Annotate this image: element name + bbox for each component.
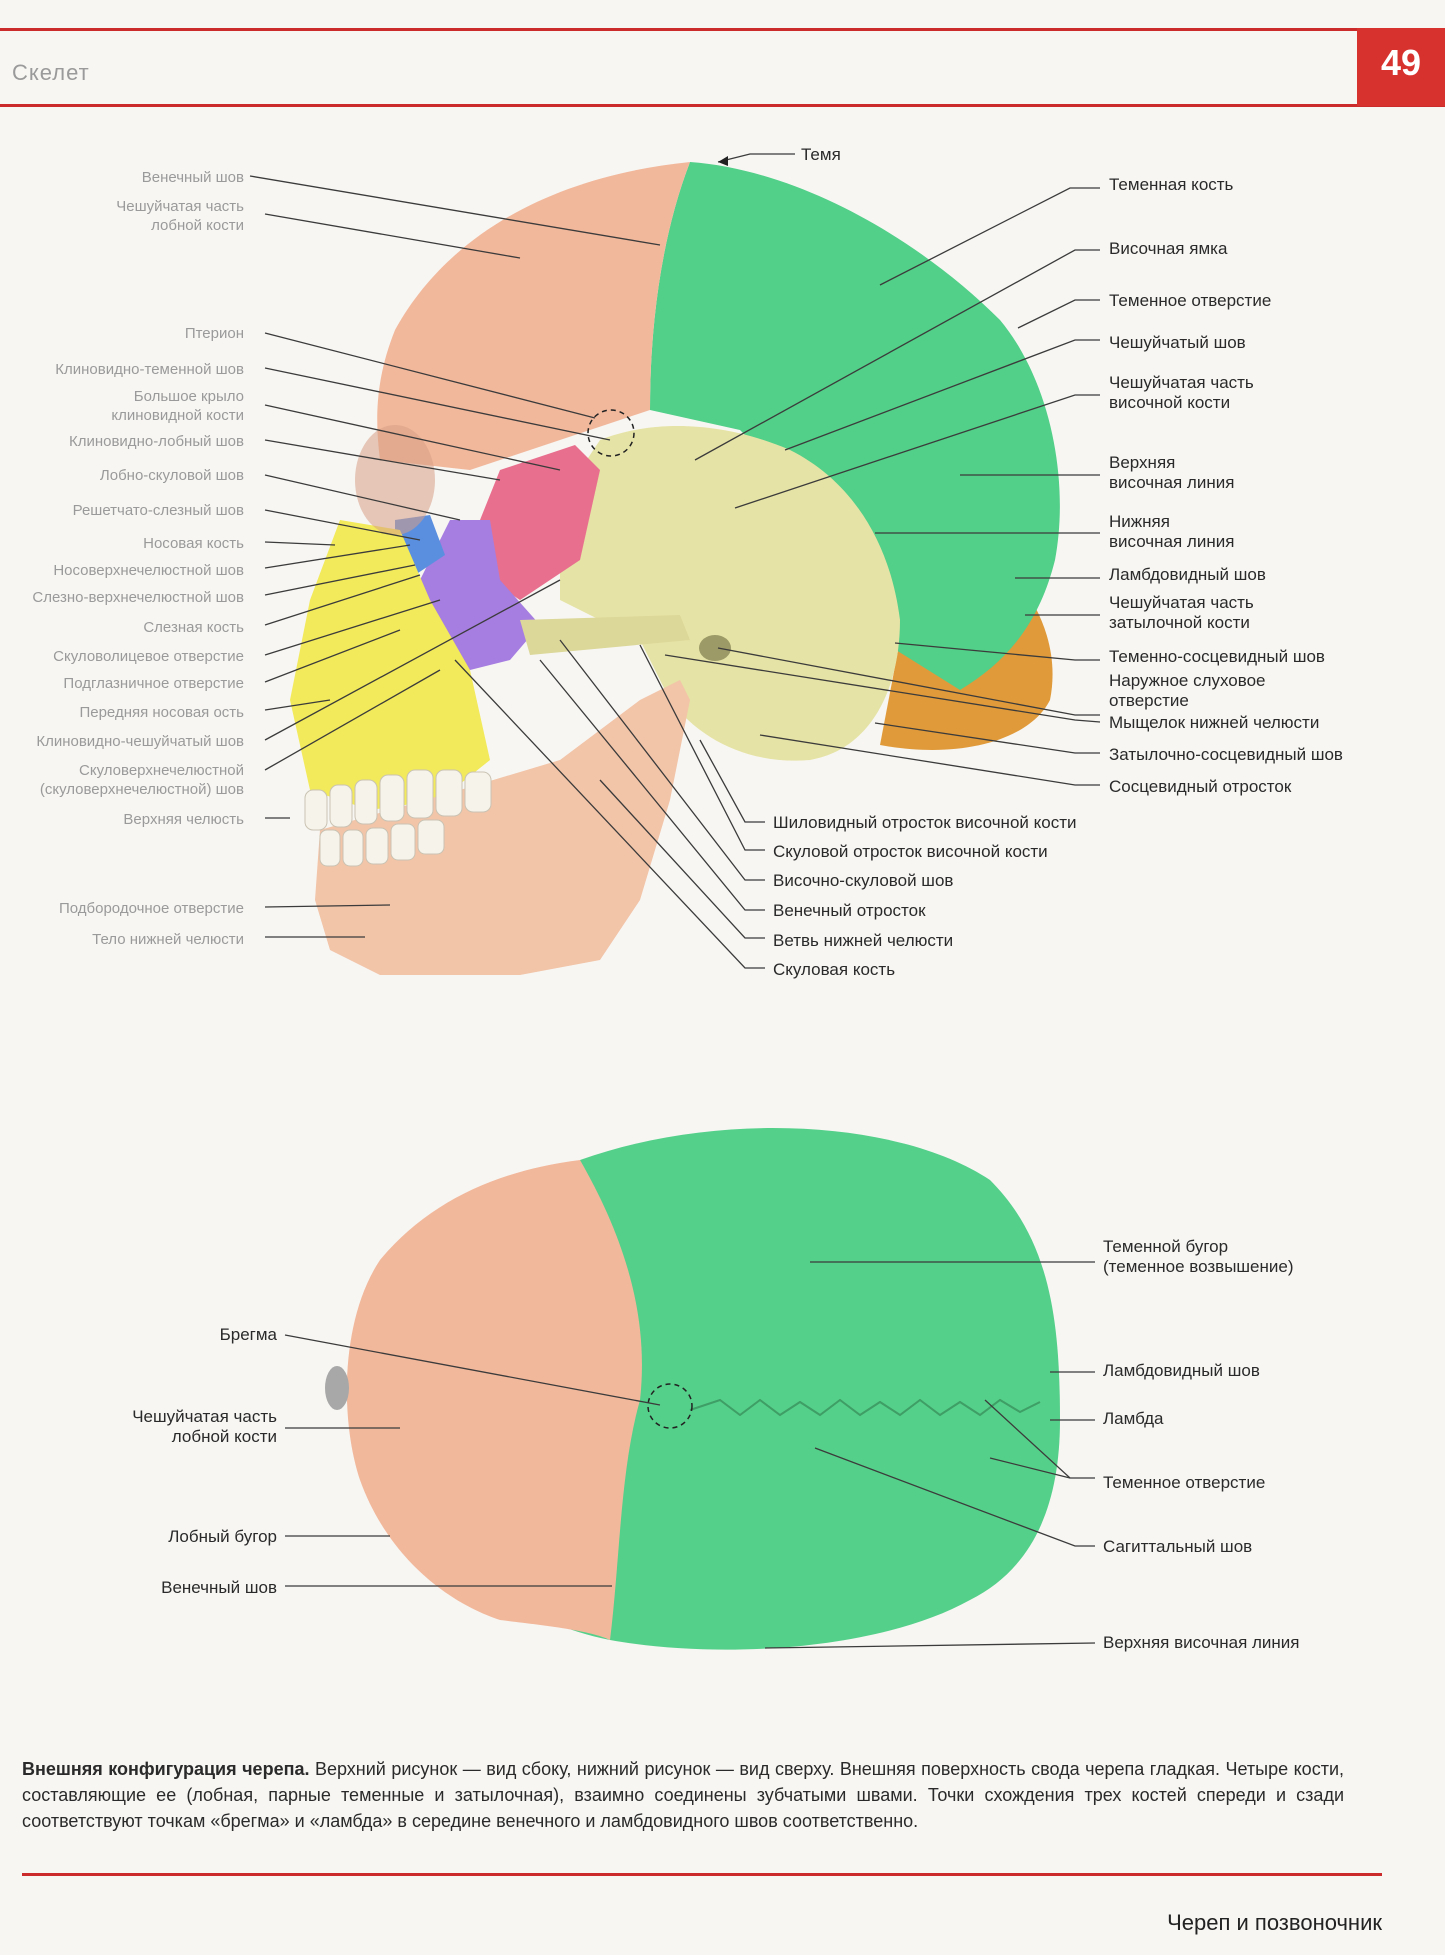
label-mandible-body: Тело нижней челюсти	[92, 931, 244, 948]
label-top-lambdoid-suture: Ламбдовидный шов	[1103, 1361, 1260, 1380]
label-vertex: Темя	[801, 145, 841, 164]
side-view-left-labels: Венечный шов Чешуйчатая часть лобной кос…	[32, 169, 661, 948]
bregma-marker	[647, 1383, 693, 1429]
top-view-right-labels: Теменной бугор (теменное возвышение) Лам…	[764, 1237, 1300, 1652]
label-coronoid-process: Венечный отросток	[773, 901, 926, 920]
top-view-nasal-tip	[325, 1366, 349, 1410]
label-temporal-fossa: Височная ямка	[1109, 239, 1228, 258]
label-squamous-temporal-1: Чешуйчатая часть	[1109, 373, 1254, 392]
top-view-frontal	[346, 1160, 642, 1640]
label-greater-wing-2: клиновидной кости	[111, 407, 244, 424]
label-mandibular-ramus: Ветвь нижней челюсти	[773, 931, 953, 950]
caption-title: Внешняя конфигурация черепа.	[22, 1759, 310, 1779]
label-inferior-temporal-line-2: височная линия	[1109, 532, 1234, 551]
label-temporozygomatic-suture: Височно-скуловой шов	[773, 871, 953, 890]
label-sphenofrontal-suture: Клиновидно-лобный шов	[69, 433, 244, 450]
label-pterion: Птерион	[185, 325, 244, 342]
label-sphenosquamous-suture: Клиновидно-чешуйчатый шов	[36, 733, 244, 750]
label-squamous-occipital-2: затылочной кости	[1109, 613, 1250, 632]
label-parietal-foramen: Теменное отверстие	[1109, 291, 1271, 310]
label-parietal-tuber-2: (теменное возвышение)	[1103, 1257, 1294, 1276]
arrow-vertex	[718, 156, 728, 166]
top-view-parietal	[500, 1127, 1060, 1650]
label-squamous-temporal-2: височной кости	[1109, 393, 1230, 412]
label-lambda: Ламбда	[1103, 1409, 1164, 1428]
label-zygomaticomaxillary-1: Скуловерхнечелюстной	[79, 762, 244, 779]
label-parietal-tuber-1: Теменной бугор	[1103, 1237, 1228, 1256]
label-sagittal-suture: Сагиттальный шов	[1103, 1537, 1252, 1556]
label-top-parietal-foramen: Теменное отверстие	[1103, 1473, 1265, 1492]
label-top-squamous-frontal-2: лобной кости	[172, 1427, 277, 1446]
label-parietal-bone: Теменная кость	[1109, 175, 1234, 194]
caption-text: Верхний рисунок — вид сбоку, нижний рису…	[22, 1759, 1344, 1831]
label-occipitomastoid-suture: Затылочно-сосцевидный шов	[1109, 745, 1343, 764]
figure-caption: Внешняя конфигурация черепа. Верхний рис…	[22, 1756, 1344, 1834]
label-inferior-temporal-line-1: Нижняя	[1109, 512, 1170, 531]
label-external-acoustic-meatus-1: Наружное слуховое	[1109, 671, 1266, 690]
label-squamous-occipital-1: Чешуйчатая часть	[1109, 593, 1254, 612]
label-nasomaxillary-suture: Носоверхнечелюстной шов	[53, 562, 244, 579]
teeth	[304, 769, 492, 867]
parietal-bone	[650, 162, 1060, 690]
label-maxilla: Верхняя челюсть	[123, 811, 244, 828]
label-anterior-nasal-spine: Передняя носовая ость	[79, 704, 244, 721]
pterion-marker	[587, 409, 635, 457]
label-zygomatic-bone: Скуловая кость	[773, 960, 895, 979]
header-rule-bottom	[0, 104, 1445, 107]
label-mastoid-process: Сосцевидный отросток	[1109, 777, 1292, 796]
leader-vertex	[717, 153, 795, 163]
external-acoustic-meatus	[699, 635, 731, 661]
footer-rule	[22, 1873, 1382, 1876]
label-mental-foramen: Подбородочное отверстие	[59, 900, 244, 917]
label-squamous-frontal-2: лобной кости	[151, 217, 244, 234]
label-mandibular-condyle: Мыщелок нижней челюсти	[1109, 713, 1319, 732]
label-lambdoid-suture: Ламбдовидный шов	[1109, 565, 1266, 584]
top-view-sagittal-suture	[689, 1398, 1041, 1417]
label-lacrimomaxillary-suture: Слезно-верхнечелюстной шов	[32, 589, 244, 606]
side-view-skull	[290, 162, 1060, 975]
side-view-bottom-labels: Шиловидный отросток височной кости Скуло…	[454, 639, 1077, 979]
sphenoid-bone	[480, 445, 600, 600]
label-zygomaticofacial-foramen: Скуловолицевое отверстие	[53, 648, 244, 665]
top-view-left-labels: Брегма Чешуйчатая часть лобной кости Лоб…	[132, 1325, 661, 1597]
label-zygomaticomaxillary-2: (скуловерхнечелюстной) шов	[40, 781, 244, 798]
label-parietomastoid-suture: Теменно-сосцевидный шов	[1109, 647, 1325, 666]
label-squamous-frontal-1: Чешуйчатая часть	[116, 198, 244, 215]
top-view-skull	[325, 1127, 1060, 1650]
label-greater-wing-1: Большое крыло	[134, 388, 244, 405]
label-bregma: Брегма	[220, 1325, 278, 1344]
label-ethmoidolacrimal-suture: Решетчато-слезный шов	[73, 502, 244, 519]
label-sphenoparietal-suture: Клиновидно-теменной шов	[55, 361, 244, 378]
label-superior-temporal-line-2: височная линия	[1109, 473, 1234, 492]
label-superior-temporal-line-1: Верхняя	[1109, 453, 1175, 472]
footer-text: Череп и позвоночник	[1167, 1910, 1382, 1935]
side-view-right-labels: Теменная кость Височная ямка Теменное от…	[664, 175, 1343, 796]
page-number-box: 49	[1357, 28, 1445, 106]
label-external-acoustic-meatus-2: отверстие	[1109, 691, 1189, 710]
label-zygomatic-process-temporal: Скуловой отросток височной кости	[773, 842, 1048, 861]
header-rule-top	[0, 28, 1360, 31]
label-frontozygomatic-suture: Лобно-скуловой шов	[100, 467, 244, 484]
label-top-superior-temporal-line: Верхняя височная линия	[1103, 1633, 1300, 1652]
label-lacrimal-bone: Слезная кость	[143, 619, 244, 636]
label-infraorbital-foramen: Подглазничное отверстие	[63, 675, 244, 692]
section-title: Скелет	[12, 60, 90, 85]
zygomatic-arch	[520, 615, 690, 655]
label-styloid-process: Шиловидный отросток височной кости	[773, 813, 1077, 832]
maxilla	[290, 520, 490, 810]
label-nasal-bone: Носовая кость	[143, 535, 244, 552]
label-coronal-suture: Венечный шов	[142, 169, 244, 186]
label-frontal-tuber: Лобный бугор	[168, 1527, 277, 1546]
temporal-bone	[560, 426, 900, 761]
label-squamous-suture: Чешуйчатый шов	[1109, 333, 1246, 352]
page-number: 49	[1380, 42, 1422, 83]
label-top-coronal-suture: Венечный шов	[161, 1578, 277, 1597]
frontal-bone	[377, 162, 690, 470]
label-top-squamous-frontal-1: Чешуйчатая часть	[132, 1407, 277, 1426]
mandible	[315, 680, 690, 975]
orbit	[355, 425, 435, 535]
